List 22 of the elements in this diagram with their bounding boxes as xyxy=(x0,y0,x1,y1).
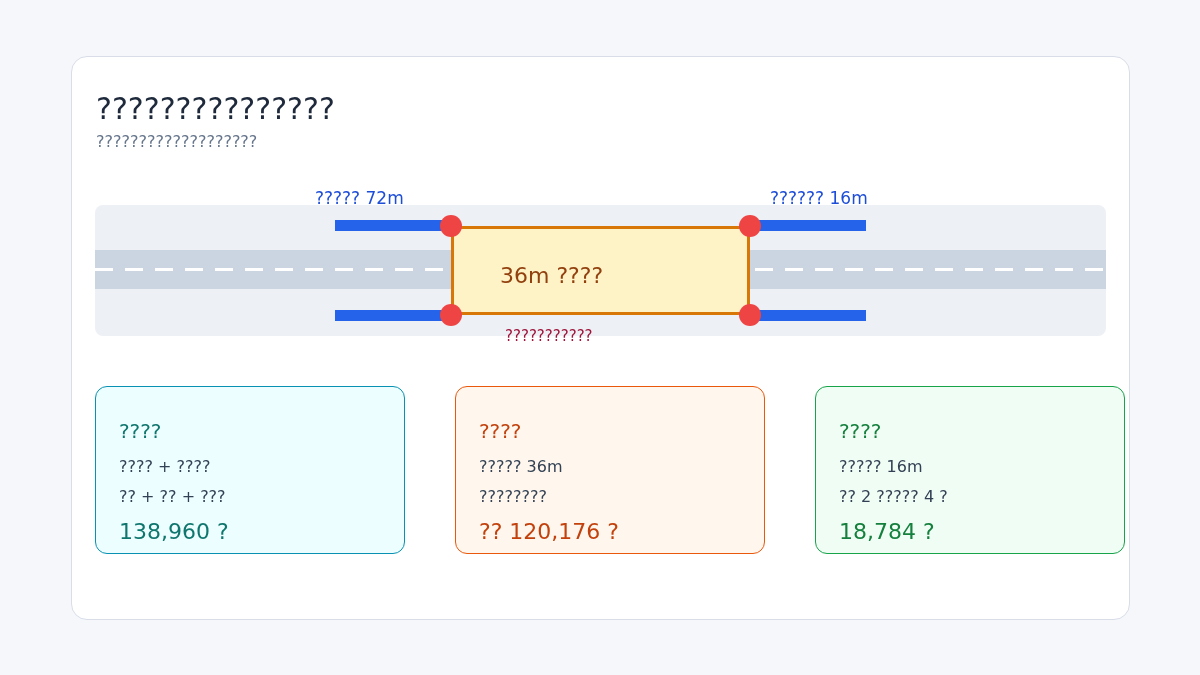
page-subtitle: ??????????????????? xyxy=(96,132,258,153)
note-label: ??????????? xyxy=(505,327,593,347)
formula-text: ?? 2 ????? 4 ? xyxy=(839,487,948,508)
length-label: ????? 72m xyxy=(315,187,404,210)
card-heading: ???? xyxy=(839,418,882,444)
formula-text: ???? + ???? xyxy=(119,457,211,478)
card-heading: ???? xyxy=(479,418,522,444)
formula-text: ???????? xyxy=(479,487,547,508)
formula-text: ????? 36m xyxy=(479,457,563,478)
summary-card xyxy=(455,386,765,554)
total-value: 18,784 ? xyxy=(839,518,935,546)
formula-text: ?? + ?? + ??? xyxy=(119,487,226,508)
card-heading: ???? xyxy=(119,418,162,444)
summary-card xyxy=(95,386,405,554)
length-label: ?????? 16m xyxy=(770,187,868,210)
total-value: ?? 120,176 ? xyxy=(479,518,619,546)
total-value: 138,960 ? xyxy=(119,518,229,546)
page-title: ??????????????? xyxy=(96,91,335,127)
bridge-span-box xyxy=(451,226,750,315)
formula-text: ????? 16m xyxy=(839,457,923,478)
summary-card xyxy=(815,386,1125,554)
bridge-label: 36m ???? xyxy=(500,262,604,290)
